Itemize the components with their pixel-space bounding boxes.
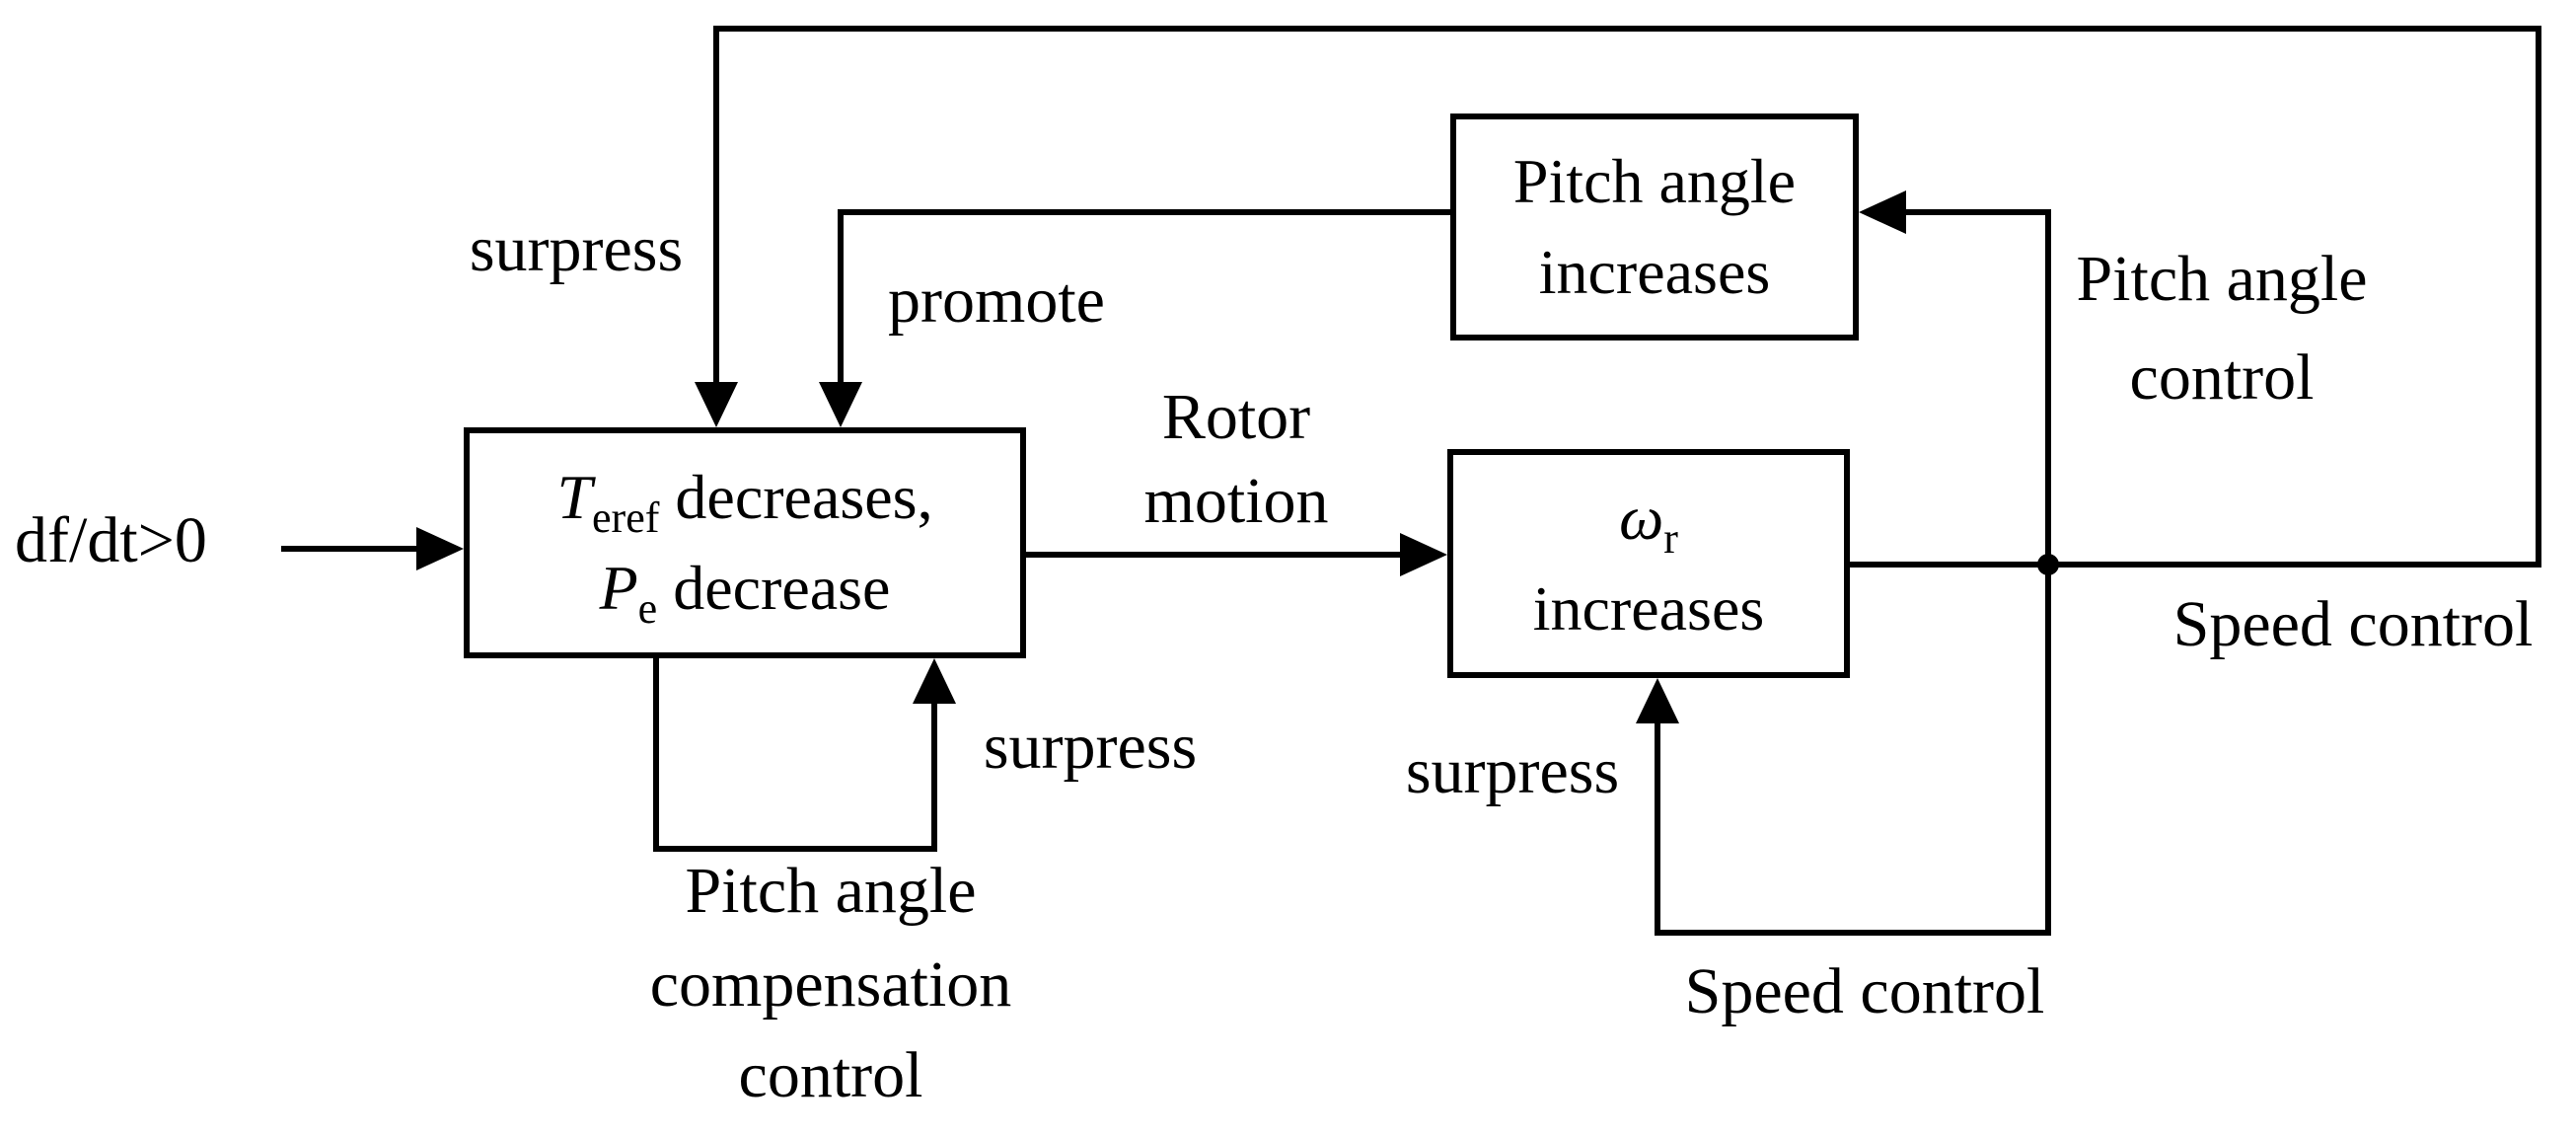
label-promote: promote <box>888 265 1105 337</box>
comp-loop-arrowhead <box>913 658 956 704</box>
label-speed-control-bottom: Speed control <box>1684 955 2045 1027</box>
label-pitch-angle-control-line2: control <box>2129 341 2315 414</box>
box-omega-line1: ωr <box>1619 483 1678 563</box>
pitch-control-arrowhead <box>1859 190 1906 234</box>
label-rotor-motion-line1: Rotor <box>1161 381 1311 453</box>
junction-dot <box>2037 554 2059 575</box>
box-omega-line2: increases <box>1532 573 1765 644</box>
label-surpress-bottom-right: surpress <box>1405 735 1620 807</box>
label-speed-control-right: Speed control <box>2172 588 2534 660</box>
label-input-condition: df/dt>0 <box>15 504 207 576</box>
box-teref-decreases: Teref decreases, Pe decrease <box>464 427 1026 658</box>
speed-loop-arrowhead <box>1636 678 1679 723</box>
box-omega-increases: ωr increases <box>1447 449 1850 678</box>
label-surpress-bottom-left: surpress <box>983 711 1198 783</box>
label-compensation-line3: control <box>738 1039 923 1111</box>
label-surpress-top: surpress <box>469 213 684 285</box>
label-pitch-angle-control-line1: Pitch angle <box>2076 243 2368 315</box>
box-teref-line1: Teref decreases, <box>556 462 933 542</box>
input-arrowhead <box>416 527 464 570</box>
rotor-motion-arrowhead <box>1400 533 1447 576</box>
promote-arrowhead <box>819 382 862 427</box>
box-pitch-line1: Pitch angle <box>1512 146 1797 216</box>
surpress-top-arrowhead <box>695 382 738 427</box>
box-teref-line2: Pe decrease <box>599 553 891 633</box>
box-pitch-line2: increases <box>1538 237 1771 307</box>
box-pitch-angle-increases: Pitch angle increases <box>1450 114 1859 341</box>
label-compensation-line1: Pitch angle <box>685 855 977 927</box>
label-rotor-motion-line2: motion <box>1143 465 1329 537</box>
label-compensation-line2: compensation <box>649 948 1012 1021</box>
